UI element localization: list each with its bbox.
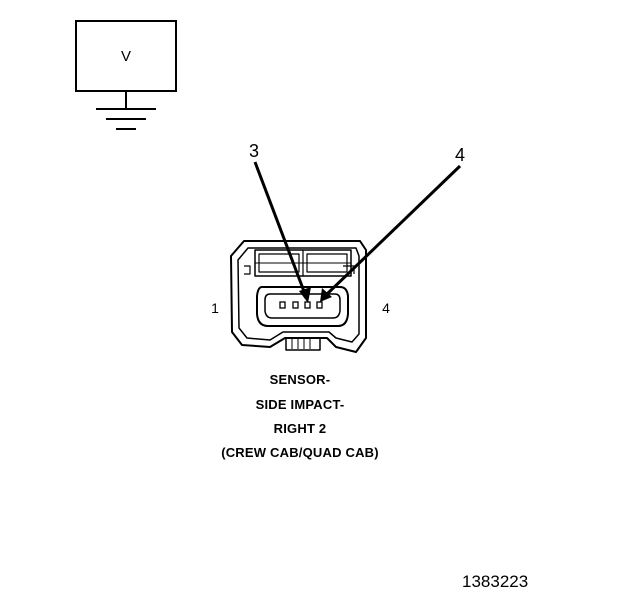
terminal-cavity-outer bbox=[256, 286, 349, 327]
pin-1 bbox=[279, 301, 286, 309]
connector-outer-shell bbox=[230, 240, 367, 353]
pin-left-label: 1 bbox=[211, 300, 219, 316]
terminal-cavity-inner bbox=[264, 293, 341, 319]
pin-4 bbox=[316, 301, 323, 309]
caption-line-4: (CREW CAB/QUAD CAB) bbox=[221, 445, 379, 460]
callout-label-pin-3: 3 bbox=[249, 141, 259, 161]
voltmeter-box bbox=[75, 20, 177, 92]
callout-label-pin-4: 4 bbox=[455, 145, 465, 165]
ground-icon bbox=[96, 108, 156, 130]
connector-pins bbox=[279, 301, 323, 309]
connector-inner-shell bbox=[237, 247, 360, 343]
voltmeter-symbol: V bbox=[75, 20, 177, 108]
caption-line-3: RIGHT 2 bbox=[273, 421, 327, 436]
caption-line-2: SIDE IMPACT- bbox=[255, 397, 345, 412]
caption-line-1: SENSOR- bbox=[269, 372, 331, 387]
sensor-connector bbox=[230, 240, 367, 353]
callout-arrow-pin-3 bbox=[253, 161, 311, 303]
pin-2 bbox=[292, 301, 299, 309]
callout-arrow-pin-4 bbox=[320, 164, 462, 302]
pin-3 bbox=[304, 301, 311, 309]
connector-key bbox=[285, 337, 321, 351]
voltmeter-label: V bbox=[121, 48, 131, 65]
figure-id: 1383223 bbox=[462, 572, 529, 591]
pin-right-label: 4 bbox=[382, 300, 390, 316]
